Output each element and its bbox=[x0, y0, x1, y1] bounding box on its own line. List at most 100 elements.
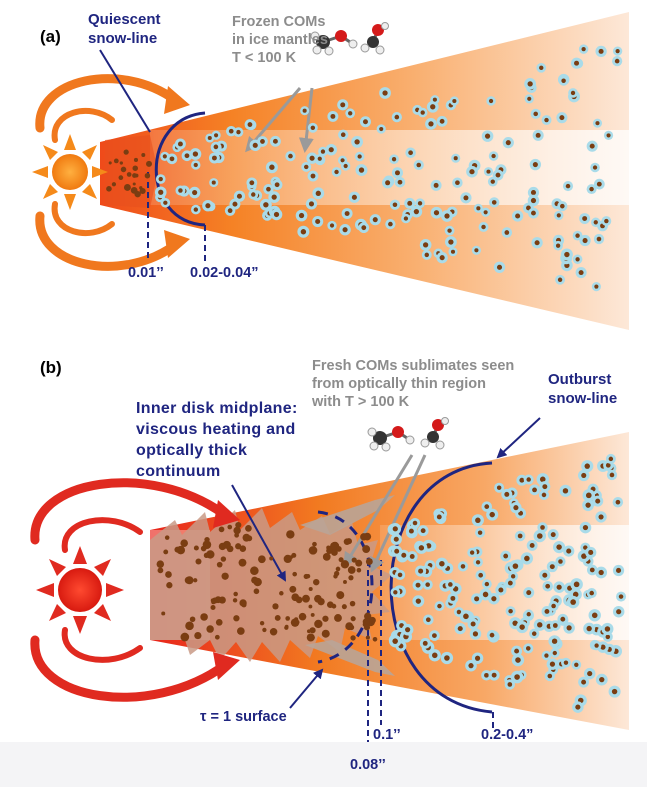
dust-grain-icon bbox=[132, 165, 138, 171]
dust-grain-icon bbox=[404, 216, 408, 220]
dust-grain-icon bbox=[473, 631, 478, 636]
dust-grain-icon bbox=[545, 584, 550, 589]
dust-grain-icon bbox=[309, 546, 318, 555]
dust-grain-icon bbox=[619, 594, 623, 598]
dust-grain-icon bbox=[609, 457, 613, 461]
dust-grain-icon bbox=[561, 79, 565, 83]
dust-grain-icon bbox=[323, 553, 331, 561]
frozen-coms-label: Frozen COMs in ice mantles T < 100 K bbox=[232, 13, 328, 67]
dust-grain-icon bbox=[526, 477, 531, 482]
dust-grain-icon bbox=[585, 503, 590, 508]
dust-grain-icon bbox=[587, 626, 592, 631]
dust-grain-icon bbox=[360, 533, 367, 540]
dust-grain-icon bbox=[514, 674, 520, 680]
dust-grain-icon bbox=[587, 671, 592, 676]
dust-grain-icon bbox=[310, 156, 315, 161]
dust-grain-icon bbox=[221, 556, 226, 561]
dust-grain-icon bbox=[352, 195, 357, 200]
outburst-snowline-label: Outburst snow-line bbox=[548, 371, 617, 409]
dust-grain-icon bbox=[440, 119, 445, 124]
dust-grain-icon bbox=[127, 172, 132, 177]
dust-grain-icon bbox=[513, 505, 518, 510]
dust-grain-icon bbox=[452, 99, 456, 103]
dust-grain-icon bbox=[444, 655, 450, 661]
dust-grain-icon bbox=[606, 635, 611, 640]
dust-grain-icon bbox=[145, 173, 150, 178]
dust-grain-icon bbox=[194, 545, 199, 550]
dust-grain-icon bbox=[286, 530, 294, 538]
dust-grain-icon bbox=[334, 170, 338, 174]
dust-grain-icon bbox=[448, 239, 453, 244]
dust-grain-icon bbox=[313, 579, 319, 585]
dust-grain-icon bbox=[518, 534, 523, 539]
dust-grain-icon bbox=[548, 674, 553, 679]
star-icon bbox=[32, 134, 108, 210]
dust-grain-icon bbox=[285, 616, 290, 621]
dust-grain-icon bbox=[575, 705, 580, 710]
dust-grain-icon bbox=[474, 596, 479, 601]
dust-grain-icon bbox=[590, 568, 595, 573]
dust-grain-icon bbox=[163, 154, 167, 158]
dust-grain-icon bbox=[519, 478, 524, 483]
dust-grain-icon bbox=[532, 487, 537, 492]
dust-grain-icon bbox=[131, 187, 138, 194]
dust-grain-icon bbox=[195, 558, 201, 564]
dust-grain-icon bbox=[114, 158, 119, 163]
dust-grain-icon bbox=[528, 81, 533, 86]
dust-grain-icon bbox=[269, 556, 273, 560]
dust-grain-icon bbox=[357, 568, 362, 573]
dust-grain-icon bbox=[343, 227, 348, 232]
dust-grain-icon bbox=[288, 154, 293, 159]
dust-grain-icon bbox=[515, 213, 520, 218]
dust-grain-icon bbox=[414, 209, 419, 214]
dust-grain-icon bbox=[333, 574, 337, 578]
dust-grain-icon bbox=[322, 616, 328, 622]
dust-grain-icon bbox=[217, 562, 223, 568]
dust-grain-icon bbox=[425, 253, 429, 257]
dust-grain-icon bbox=[423, 242, 428, 247]
dust-grain-icon bbox=[260, 139, 265, 144]
dust-grain-icon bbox=[507, 682, 512, 687]
tau-surface-label: τ = 1 surface bbox=[200, 708, 287, 726]
dust-grain-icon bbox=[597, 182, 602, 187]
dust-grain-icon bbox=[416, 163, 421, 168]
dust-grain-icon bbox=[485, 134, 490, 139]
dust-grain-icon bbox=[109, 161, 112, 164]
dust-grain-icon bbox=[483, 592, 489, 598]
panel-a-letter: (a) bbox=[40, 26, 61, 47]
dust-grain-icon bbox=[163, 201, 167, 205]
dust-grain-icon bbox=[373, 217, 378, 222]
dust-grain-icon bbox=[416, 598, 421, 603]
tick-label-0-2-0-4: 0.2-0.4” bbox=[481, 726, 533, 744]
dust-grain-icon bbox=[222, 573, 229, 580]
dust-grain-icon bbox=[178, 188, 182, 192]
dust-grain-icon bbox=[401, 553, 406, 558]
dust-grain-icon bbox=[551, 532, 556, 537]
dust-grain-icon bbox=[239, 599, 246, 606]
dust-grain-icon bbox=[345, 211, 350, 216]
dust-grain-icon bbox=[558, 278, 562, 282]
dust-grain-icon bbox=[571, 91, 575, 95]
dust-grain-icon bbox=[481, 225, 485, 229]
dust-grain-icon bbox=[432, 633, 437, 638]
dust-grain-icon bbox=[416, 583, 421, 588]
dust-grain-icon bbox=[166, 582, 172, 588]
dust-grain-icon bbox=[599, 677, 604, 682]
dust-grain-icon bbox=[348, 566, 356, 574]
dust-grain-icon bbox=[592, 612, 598, 618]
panel-b-letter: (b) bbox=[40, 357, 62, 378]
dust-grain-icon bbox=[284, 626, 288, 630]
dust-grain-icon bbox=[432, 653, 438, 659]
dust-grain-icon bbox=[455, 180, 460, 185]
dust-grain-icon bbox=[185, 622, 194, 631]
dust-grain-icon bbox=[598, 514, 603, 519]
loop-arrowhead bbox=[213, 652, 240, 680]
dust-grain-icon bbox=[235, 543, 241, 549]
dust-grain-icon bbox=[395, 170, 400, 175]
dust-grain-icon bbox=[388, 222, 393, 227]
dust-grain-icon bbox=[180, 633, 189, 642]
dust-grain-icon bbox=[248, 122, 253, 127]
dust-grain-icon bbox=[314, 595, 322, 603]
dust-grain-icon bbox=[232, 202, 237, 207]
dust-grain-icon bbox=[379, 127, 383, 131]
